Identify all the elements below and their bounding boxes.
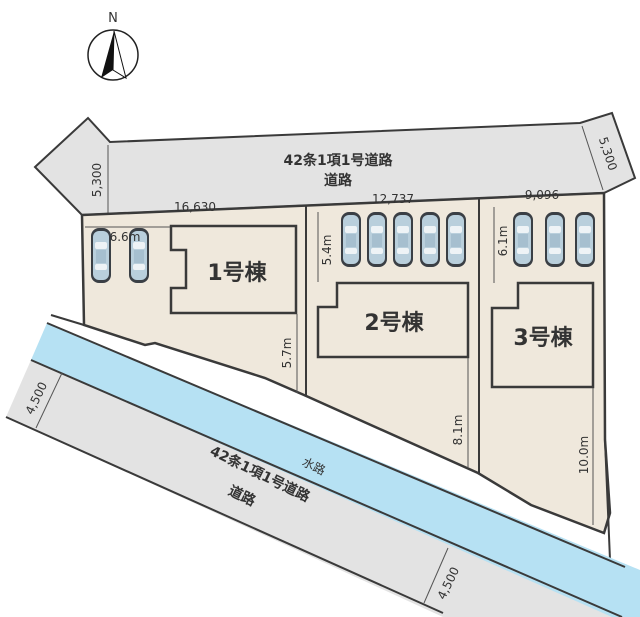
car-icon bbox=[545, 212, 565, 267]
lot1-frontage: 16,630 bbox=[174, 200, 216, 214]
lot3-parking-depth: 6.1m bbox=[496, 226, 510, 257]
lot2-rear-setback: 8.1m bbox=[451, 415, 465, 446]
car-icon bbox=[393, 212, 413, 267]
north-compass-icon: N bbox=[87, 11, 139, 81]
car-icon bbox=[367, 212, 387, 267]
lot2-parking-depth: 5.4m bbox=[320, 235, 334, 266]
car-icon bbox=[91, 228, 111, 283]
bottom-road-width-right-arrow bbox=[423, 547, 449, 604]
bottom-road-edge bbox=[5, 416, 444, 614]
parking-lot3 bbox=[513, 212, 595, 267]
bottom-road-width-left-arrow bbox=[35, 372, 63, 429]
compass-north-label: N bbox=[108, 11, 118, 26]
house-3-outline bbox=[490, 281, 595, 389]
waterway-edge-top bbox=[46, 322, 626, 568]
top-road-width-left: 5,300 bbox=[90, 163, 104, 197]
boundary-line bbox=[604, 439, 611, 561]
top-road-width-right-arrow bbox=[581, 125, 604, 191]
car-icon bbox=[513, 212, 533, 267]
top-road-label-2: 道路 bbox=[324, 172, 353, 189]
lot1-rear-setback: 5.7m bbox=[280, 338, 294, 369]
house-1-outline bbox=[169, 224, 298, 315]
car-icon bbox=[575, 212, 595, 267]
lot2-frontage: 12,737 bbox=[372, 192, 414, 206]
car-icon bbox=[341, 212, 361, 267]
parking-lot2 bbox=[341, 212, 466, 267]
house-3-label: 3号棟 bbox=[513, 325, 573, 351]
car-icon bbox=[446, 212, 466, 267]
strip-edge bbox=[50, 314, 85, 326]
waterway bbox=[31, 323, 640, 617]
lot3-frontage: 9,096 bbox=[525, 188, 559, 202]
car-icon bbox=[420, 212, 440, 267]
lot3-rear-setback: 10.0m bbox=[577, 436, 591, 474]
waterway-edge-bottom bbox=[30, 359, 623, 617]
house-2-outline bbox=[316, 281, 470, 359]
house-1-label: 1号棟 bbox=[207, 260, 267, 286]
lot1-parking-depth: 6.6m bbox=[110, 230, 141, 244]
house-2-label: 2号棟 bbox=[364, 310, 424, 336]
top-road-label: 42条1項1号道路 bbox=[284, 152, 394, 169]
